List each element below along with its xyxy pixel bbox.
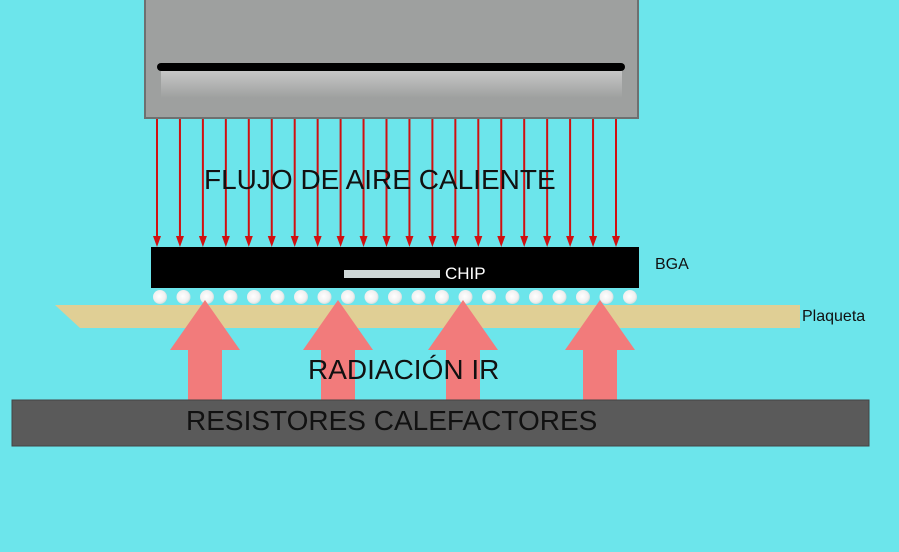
solder-ball <box>623 290 637 304</box>
hot-air-nozzle <box>144 0 639 119</box>
solder-ball <box>247 290 261 304</box>
airflow-arrow <box>566 119 575 247</box>
solder-ball <box>458 290 473 304</box>
solder-balls <box>153 290 637 304</box>
solder-ball <box>270 290 285 304</box>
airflow-arrow <box>474 119 483 247</box>
solder-ball <box>364 290 379 304</box>
chip-label: CHIP <box>445 264 486 283</box>
ir-arrow <box>565 300 635 400</box>
bga-label: BGA <box>655 256 689 273</box>
solder-ball <box>223 290 238 304</box>
airflow-arrow <box>451 119 460 247</box>
airflow-arrow <box>267 119 276 247</box>
airflow-arrow <box>543 119 552 247</box>
ir-arrows <box>170 300 635 400</box>
heaters-label: RESISTORES CALEFACTORES <box>186 405 598 436</box>
airflow-arrow <box>589 119 598 247</box>
airflow-arrow <box>497 119 506 247</box>
bga-chip <box>151 247 639 288</box>
airflow-arrow <box>313 119 322 247</box>
solder-ball <box>411 290 426 304</box>
airflow-arrow <box>221 119 230 247</box>
solder-ball <box>482 290 496 304</box>
solder-ball <box>294 290 308 304</box>
airflow-arrow <box>382 119 391 247</box>
ir-arrow <box>428 300 498 400</box>
airflow-arrow <box>244 119 253 247</box>
ir-label: RADIACIÓN IR <box>308 354 500 385</box>
ir-arrow <box>303 300 373 400</box>
airflow-arrow <box>359 119 368 247</box>
airflow-arrow <box>198 119 207 247</box>
solder-ball <box>200 290 214 304</box>
solder-ball <box>552 290 567 304</box>
solder-ball <box>176 290 191 304</box>
ir-arrow <box>170 300 240 400</box>
airflow-arrow <box>336 119 345 247</box>
solder-ball <box>529 290 543 304</box>
solder-ball <box>388 290 402 304</box>
heater-resistors <box>11 399 870 447</box>
airflow-arrow <box>612 119 620 247</box>
solder-ball <box>341 290 355 304</box>
airflow-label: FLUJO DE AIRE CALIENTE <box>204 164 556 195</box>
airflow-arrow <box>153 119 161 247</box>
solder-ball <box>153 290 167 304</box>
solder-ball <box>435 290 449 304</box>
airflow-arrow <box>520 119 529 247</box>
solder-ball <box>599 290 614 304</box>
airflow-arrows <box>153 119 620 247</box>
solder-ball <box>576 290 590 304</box>
solder-ball <box>317 290 332 304</box>
pcb-board <box>55 305 800 328</box>
airflow-arrow <box>428 119 437 247</box>
board-label: Plaqueta <box>802 308 866 325</box>
airflow-arrow <box>175 119 184 247</box>
airflow-arrow <box>405 119 414 247</box>
airflow-arrow <box>290 119 299 247</box>
solder-ball <box>505 290 520 304</box>
